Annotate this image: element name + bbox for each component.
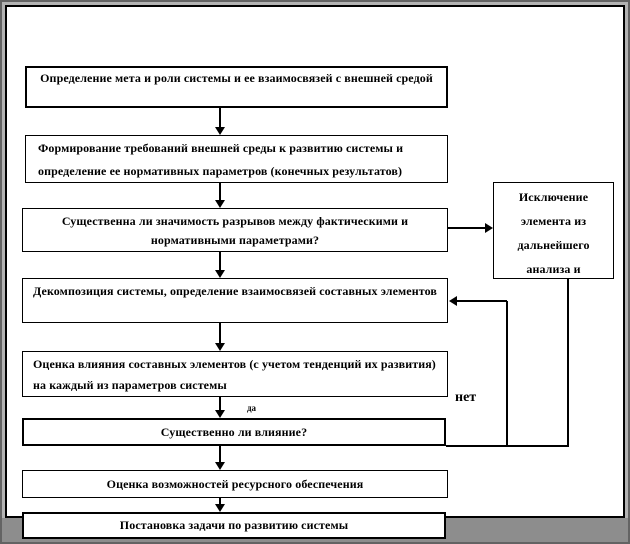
arrow-left-return-to-decomposition <box>449 296 507 306</box>
arrow-down-4 <box>215 323 225 351</box>
arrow-stem <box>448 227 485 229</box>
arrowhead-down-icon <box>215 410 225 418</box>
flow-box-task-statement: Постановка задачи по развитию системы <box>22 512 446 539</box>
arrowhead-down-icon <box>215 200 225 208</box>
arrow-down-3 <box>215 252 225 278</box>
flow-box-exclude-element: Исключение элемента из дальнейшего анали… <box>493 182 614 279</box>
arrow-stem <box>219 498 221 504</box>
branch-label-no: нет <box>455 390 477 405</box>
arrow-stem <box>457 300 507 302</box>
arrow-down-7 <box>215 498 225 512</box>
arrowhead-down-icon <box>215 270 225 278</box>
connector-no-branch-vertical <box>506 301 508 447</box>
arrowhead-down-icon <box>215 504 225 512</box>
arrowhead-left-icon <box>449 296 457 306</box>
arrow-stem <box>219 323 221 343</box>
arrow-right-to-exclusion <box>448 223 493 233</box>
arrowhead-down-icon <box>215 127 225 135</box>
arrow-stem <box>219 446 221 462</box>
arrow-stem <box>219 252 221 270</box>
flow-box-gap-significance-decision: Существенна ли значимость разрывов между… <box>22 208 448 252</box>
flow-box-define-system-role: Определение мета и роли системы и ее вза… <box>25 66 448 108</box>
connector-exclusion-return-vertical <box>567 279 569 447</box>
flow-box-decomposition: Декомпозиция системы, определение взаимо… <box>22 278 448 323</box>
arrow-stem <box>219 397 221 410</box>
arrow-down-6 <box>215 446 225 470</box>
arrow-down-5 <box>215 397 225 418</box>
branch-label-yes: да <box>247 403 257 413</box>
flow-box-resource-assessment: Оценка возможностей ресурсного обеспечен… <box>22 470 448 498</box>
arrowhead-down-icon <box>215 343 225 351</box>
flow-box-influence-assessment: Оценка влияния составных элементов (с уч… <box>22 351 448 397</box>
arrowhead-right-icon <box>485 223 493 233</box>
arrow-down-2 <box>215 183 225 208</box>
arrow-down-1 <box>215 108 225 135</box>
arrow-stem <box>219 183 221 200</box>
arrow-stem <box>219 108 221 127</box>
flow-box-influence-decision: Существенно ли влияние? <box>22 418 446 446</box>
arrowhead-down-icon <box>215 462 225 470</box>
flow-box-form-requirements: Формирование требований внешней среды к … <box>25 135 448 183</box>
